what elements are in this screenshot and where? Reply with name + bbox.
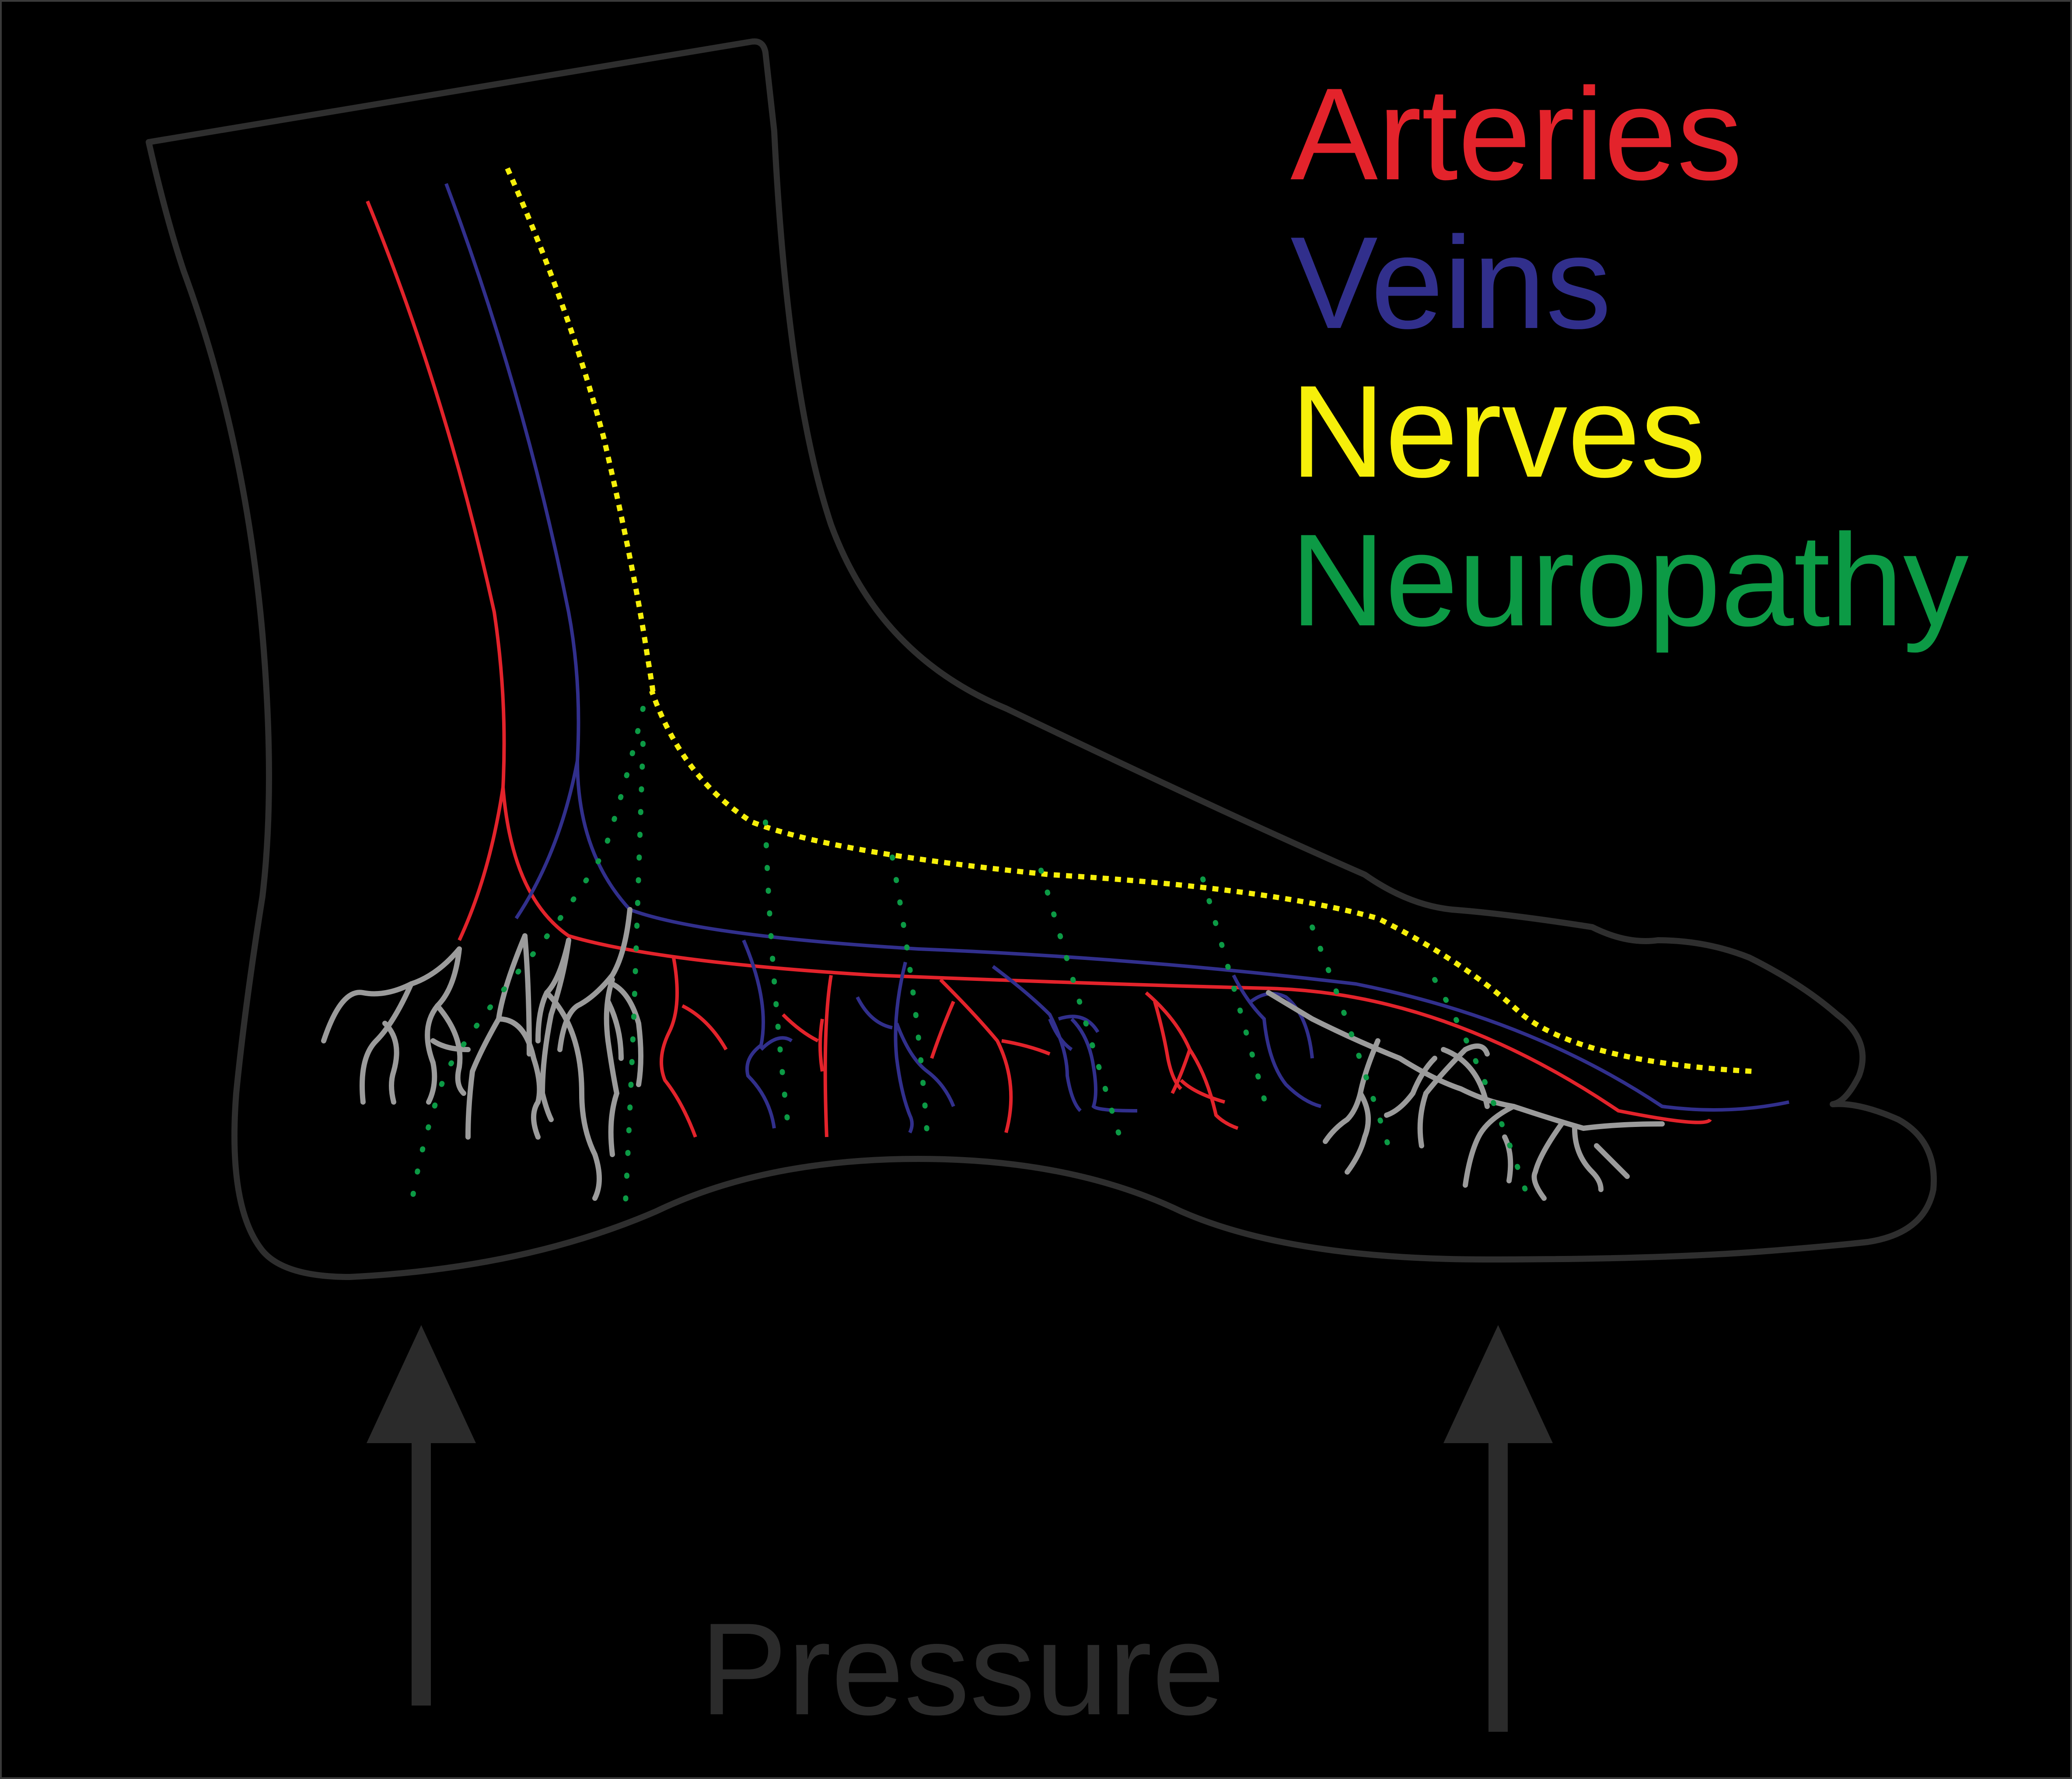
artery-main (366, 200, 1712, 1124)
legend-veins: Veins (1290, 209, 1611, 356)
vein-branches (742, 939, 1322, 1134)
legend-nerves: Nerves (1290, 358, 1706, 505)
neuropathy-dots (409, 706, 1534, 1210)
artery-branch-heel (458, 787, 505, 941)
vein-main (444, 183, 1789, 1112)
capillaries (321, 907, 1665, 1201)
nerve-main (505, 167, 1754, 1074)
foot-outline (146, 38, 1937, 1280)
pressure-label: Pressure (700, 1595, 1225, 1742)
pressure-arrow-forefoot (1443, 1325, 1553, 1732)
pressure-arrow-heel (367, 1325, 476, 1706)
legend: Arteries Veins Nerves Neuropathy (1290, 60, 1969, 654)
legend-neuropathy: Neuropathy (1290, 506, 1969, 654)
artery-branches (660, 957, 1239, 1138)
legend-arteries: Arteries (1290, 60, 1743, 207)
vein-branch-heel (514, 760, 579, 920)
